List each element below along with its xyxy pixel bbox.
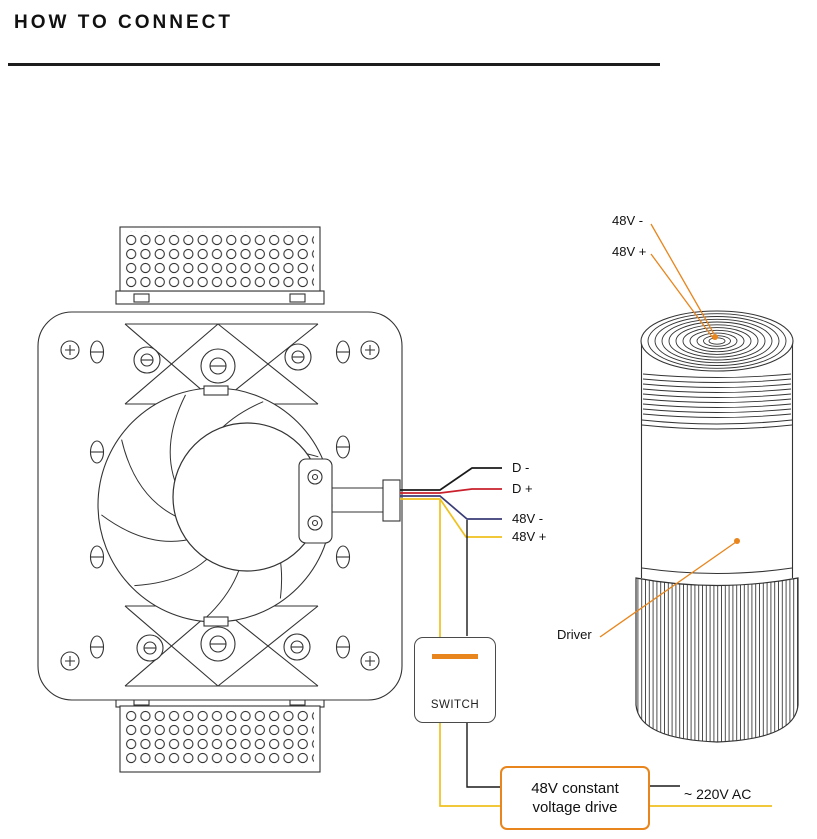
bottom-grille bbox=[115, 694, 325, 773]
switch-box: SWITCH bbox=[414, 637, 496, 723]
wire-switch-to-psu bbox=[466, 722, 502, 788]
leader-driver bbox=[599, 541, 737, 638]
psu-label-line2: voltage drive bbox=[532, 799, 618, 816]
wire-label-d-plus: D + bbox=[512, 481, 533, 496]
leader-48v-plus bbox=[650, 253, 714, 339]
wire-d-plus bbox=[400, 488, 502, 494]
psu-label-line1: 48V constant bbox=[531, 779, 619, 797]
cable-connector bbox=[298, 458, 401, 544]
switch-label: SWITCH bbox=[430, 699, 480, 711]
leader-48v-minus bbox=[650, 223, 715, 335]
wire-d-minus bbox=[400, 467, 502, 491]
wire-48v-plus bbox=[400, 498, 502, 538]
cylinder-sides bbox=[640, 341, 794, 578]
leader-driver-dot bbox=[734, 538, 740, 544]
wire-48v-minus bbox=[400, 495, 502, 520]
leader-target-dot bbox=[712, 334, 718, 340]
page-title: HOW TO CONNECT bbox=[14, 12, 233, 33]
side-screw-tabs bbox=[89, 340, 351, 659]
corner-screws bbox=[60, 340, 380, 671]
wire-yellow-feed bbox=[439, 500, 502, 807]
driver-48v-plus-label: 48V + bbox=[612, 244, 647, 259]
switch-actuator-bar bbox=[432, 654, 478, 659]
psu-box: 48V constant voltage drive bbox=[500, 766, 650, 830]
leader-lines bbox=[599, 223, 740, 638]
screws bbox=[133, 343, 312, 662]
fan-assembly-drawing bbox=[37, 226, 403, 773]
cylinder-threads bbox=[642, 373, 792, 418]
cylinder-top-coil bbox=[640, 310, 794, 372]
driver-cylinder-drawing bbox=[635, 310, 799, 743]
driver-name-label: Driver bbox=[557, 627, 592, 642]
mains-label: ~ 220V AC bbox=[684, 786, 752, 802]
cylinder-knurled-base bbox=[635, 577, 799, 743]
wire-label-48v-minus: 48V - bbox=[512, 511, 544, 526]
driver-48v-minus-label: 48V - bbox=[612, 213, 644, 228]
wire-label-48v-plus: 48V + bbox=[512, 529, 547, 544]
top-grille bbox=[115, 226, 325, 305]
wires bbox=[400, 467, 772, 807]
title-underline bbox=[8, 63, 660, 66]
wire-label-d-minus: D - bbox=[512, 460, 530, 475]
